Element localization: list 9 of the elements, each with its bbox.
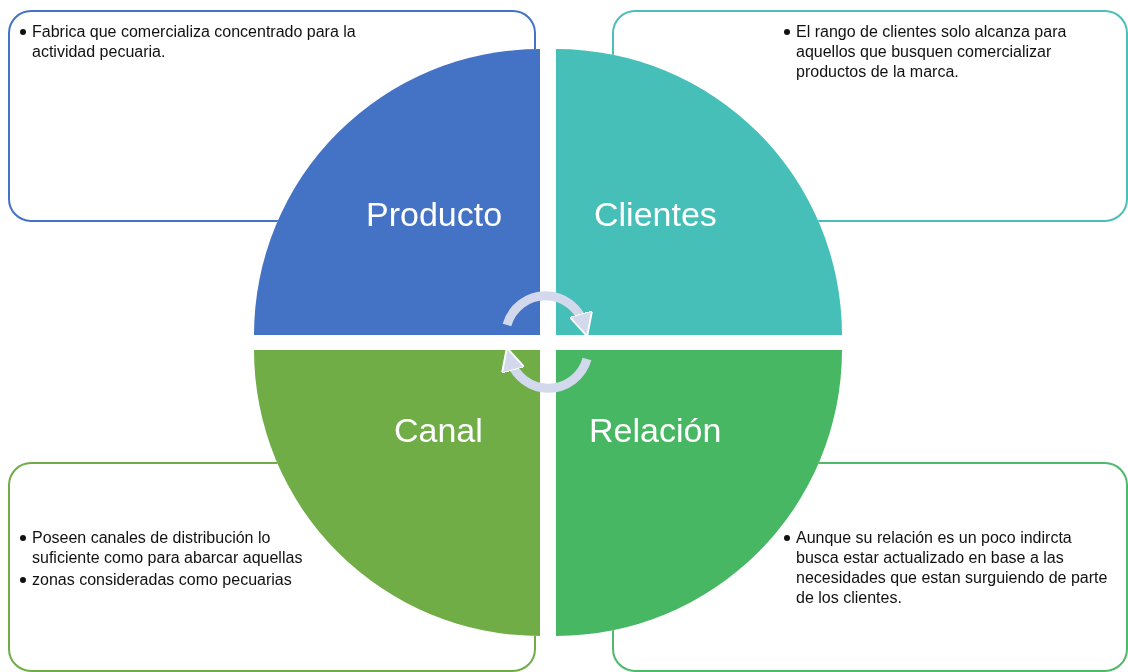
cycle-arrow xyxy=(501,347,592,393)
segment-label: Relación xyxy=(589,410,722,450)
segment-label: Canal xyxy=(394,410,483,450)
bullet-text: zonas consideradas como pecuarias xyxy=(32,570,292,590)
bullet-text: El rango de clientes solo alcanza para aquellos que busquen comercializar productos de la marca. xyxy=(796,22,1068,82)
segment-label: Clientes xyxy=(594,194,717,234)
bullet-text: Fabrica que comercializa concentrado para la actividad pecuaria. xyxy=(32,22,357,62)
bullet-text: Aunque su relación es un poco indircta busca estar actualizado en base a las necesidades que estan surguiendo de parte de los clientes. xyxy=(796,528,1109,608)
segment-label: Producto xyxy=(366,194,503,234)
